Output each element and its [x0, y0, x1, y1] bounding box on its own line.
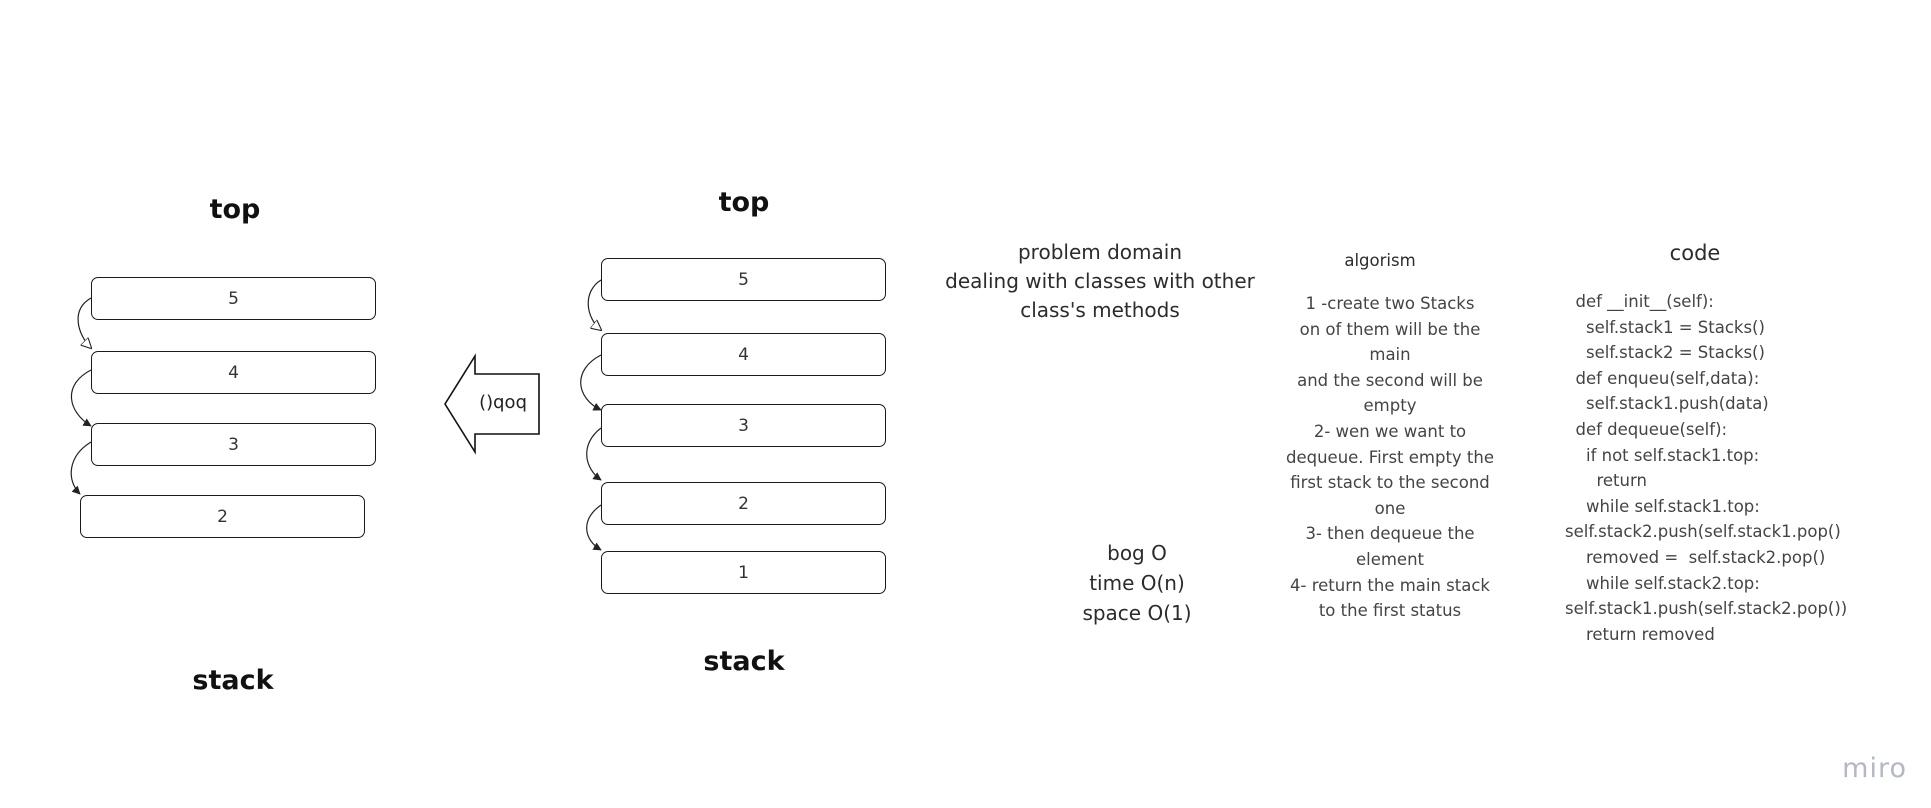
code-line: self.stack1.push(self.stack2.pop()): [1565, 599, 1848, 619]
code-line: self.stack2.push(self.stack1.pop(): [1565, 522, 1841, 542]
code-line: return removed: [1565, 624, 1715, 644]
problem-line: problem domain: [1017, 240, 1182, 264]
connector-r-2-1: [586, 504, 602, 551]
problem-line: class's methods: [1020, 298, 1180, 322]
connector-r-4-3: [580, 354, 602, 411]
left-stack-node-4: 4: [91, 351, 376, 394]
connector-3-2: [70, 441, 92, 495]
right-top-label: top: [718, 187, 770, 218]
algorithm-line: 3- then dequeue the: [1305, 524, 1475, 544]
code-line: def enqueu(self,data):: [1565, 368, 1760, 388]
pop-arrow-shape: [444, 353, 540, 455]
left-bottom-label: stack: [192, 665, 274, 696]
code-line: self.stack2 = Stacks(): [1565, 343, 1765, 363]
algorithm-line: element: [1355, 549, 1425, 569]
code-block: def __init__(self): self.stack1 = Stacks…: [1565, 289, 1895, 647]
big-o: bog O time O(n) space O(1): [1037, 538, 1237, 628]
right-stack-node-5: 5: [601, 258, 886, 301]
algorithm-line: on of them will be the: [1299, 319, 1481, 339]
code-line: self.stack1 = Stacks(): [1565, 317, 1765, 337]
connector-4-3: [70, 369, 92, 427]
algorithm-line: 1 -create two Stacks: [1305, 294, 1475, 313]
code-line: if not self.stack1.top:: [1565, 445, 1760, 465]
right-stack-node-4: 4: [601, 333, 886, 376]
algorithm-line: to the first status: [1318, 601, 1462, 621]
right-stack-node-1: 1: [601, 551, 886, 594]
big-o-line: time O(n): [1089, 571, 1185, 595]
algorithm-line: empty: [1363, 396, 1417, 416]
pop-arrow-label: pop(): [479, 392, 527, 413]
algorithm-line: 4- return the main stack: [1290, 575, 1490, 595]
code-line: def __init__(self):: [1565, 292, 1714, 311]
right-stack-node-3: 3: [601, 404, 886, 447]
left-stack-node-2: 2: [80, 495, 365, 538]
right-stack-node-2: 2: [601, 482, 886, 525]
algorithm-line: main: [1369, 345, 1411, 365]
code-line: self.stack1.push(data): [1565, 394, 1769, 414]
algorithm-line: dequeue. First empty the: [1285, 447, 1495, 467]
algorithm-line: first stack to the second: [1290, 473, 1490, 493]
code-line: def dequeue(self):: [1565, 419, 1728, 439]
miro-logo: miro: [1842, 753, 1907, 784]
big-o-line: space O(1): [1082, 601, 1192, 625]
algorithm-line: 2- wen we want to: [1313, 421, 1467, 441]
code-line: removed = self.stack2.pop(): [1565, 547, 1826, 567]
connector-r-5-4: [587, 279, 601, 330]
code-line: while self.stack1.top:: [1565, 496, 1760, 516]
left-stack-node-3: 3: [91, 423, 376, 466]
code-title: code: [1669, 241, 1721, 265]
right-bottom-label: stack: [703, 646, 785, 677]
problem-line: dealing with classes with other: [945, 269, 1255, 293]
algorithm-steps: 1 -create two Stacks on of them will be …: [1270, 291, 1510, 624]
algorithm-line: one: [1374, 498, 1406, 518]
connector-r-3-2: [586, 427, 602, 481]
code-line: while self.stack2.top:: [1565, 573, 1760, 593]
big-o-line: bog O: [1107, 541, 1167, 565]
problem-domain: problem domain dealing with classes with…: [940, 238, 1260, 325]
left-top-label: top: [209, 194, 261, 225]
left-stack-node-5: 5: [91, 277, 376, 320]
algorithm-title: algorism: [1344, 251, 1416, 270]
algorithm-line: and the second will be: [1297, 370, 1483, 390]
connector-5-4: [77, 297, 91, 348]
code-line: return: [1565, 471, 1647, 491]
